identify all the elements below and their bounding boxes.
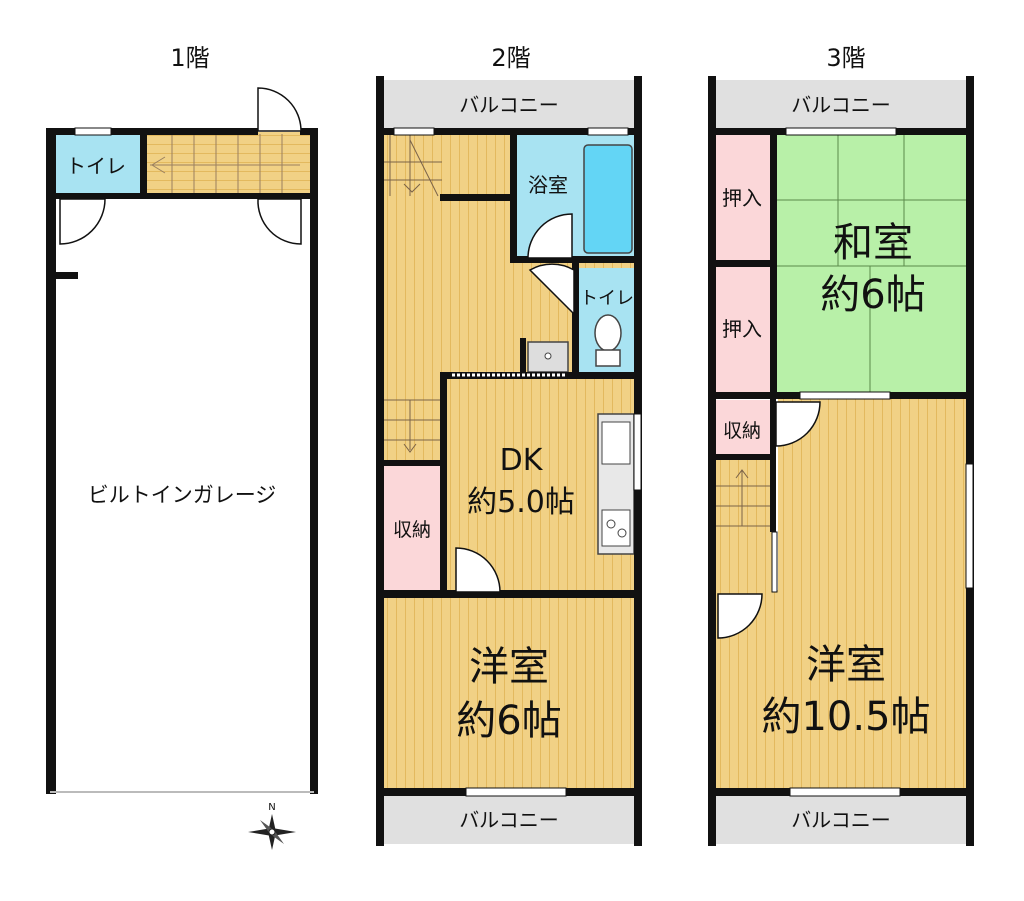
toilet-1-label: トイレ — [66, 154, 126, 178]
balcony-3-top — [714, 80, 968, 130]
storage-3-label: 収納 — [723, 420, 761, 442]
balcony-3-top-label: バルコニー — [791, 93, 891, 117]
cooktop — [601, 509, 631, 547]
windows-floor-3 — [771, 127, 974, 797]
stairs-1 — [150, 134, 300, 194]
balcony-2-bottom-label: バルコニー — [459, 808, 559, 832]
floor-2-title: 2階 — [491, 44, 530, 72]
closet-3a-label: 押入 — [722, 186, 762, 210]
closet-3a-floor — [714, 134, 772, 262]
kitchen-sink — [601, 421, 631, 465]
stairs-3 — [714, 469, 770, 527]
stair-area-3 — [714, 460, 772, 590]
toilet-2-label: トイレ — [580, 288, 634, 309]
floor-1: 1階 — [46, 44, 318, 850]
walls-floor-1 — [46, 128, 318, 794]
door-western-3 — [717, 593, 763, 639]
garage-label: ビルトインガレージ — [88, 483, 277, 507]
floor-3: 3階 — [708, 44, 974, 846]
compass-north-label: N — [268, 802, 275, 813]
door-western-2 — [455, 547, 501, 593]
balcony-3-bottom-label: バルコニー — [791, 808, 891, 832]
doors-floor-1 — [59, 87, 302, 245]
western-2-name: 洋室 — [469, 644, 549, 690]
door-toilet-1 — [59, 198, 106, 245]
dk-size: 約5.0帖 — [467, 485, 575, 520]
balcony-3-bottom — [714, 794, 968, 844]
windows-floor-2 — [393, 127, 642, 797]
closet-3b-label: 押入 — [722, 317, 762, 341]
dk-name: DK — [500, 443, 544, 478]
toilet-bowl — [594, 314, 622, 352]
japanese-room-name: 和室 — [833, 220, 913, 266]
storage-2-label: 収納 — [393, 519, 431, 541]
door-toilet-2 — [528, 263, 575, 316]
tatami-lines — [774, 134, 968, 394]
floor-1-title: 1階 — [170, 44, 209, 72]
western-2-size: 約6帖 — [456, 698, 561, 744]
door-storage-3 — [775, 401, 821, 447]
toilet-tank — [595, 349, 621, 367]
storage-2-floor — [382, 464, 442, 592]
garage-floor — [50, 196, 314, 792]
japanese-room-floor — [774, 134, 968, 394]
floor-2: 2階 — [376, 44, 642, 846]
doors-floor-2 — [455, 213, 575, 593]
bath-label: 浴室 — [528, 173, 568, 197]
balcony-2-top — [382, 80, 636, 130]
door-hall-1 — [257, 198, 302, 245]
balcony-2-top-label: バルコニー — [459, 93, 559, 117]
door-bath — [527, 213, 573, 259]
doors-floor-3 — [717, 401, 821, 639]
stairs-2 — [382, 134, 442, 453]
window-toilet-1 — [74, 127, 112, 136]
storage-3-floor — [714, 400, 772, 456]
floor-3-title: 3階 — [826, 44, 865, 72]
stair-hall-1 — [140, 132, 314, 196]
toilet-1-floor — [50, 132, 140, 196]
door-entrance — [257, 87, 302, 132]
japanese-room-size: 約6帖 — [820, 272, 925, 318]
compass: N — [248, 802, 296, 850]
western-3-floor-lower — [714, 590, 968, 790]
western-3-name: 洋室 — [806, 642, 886, 688]
western-2-floor — [382, 596, 636, 790]
wash-basin-drain — [544, 352, 552, 360]
bathtub — [583, 144, 633, 254]
western-3-size: 約10.5帖 — [761, 694, 930, 740]
balcony-2-bottom — [382, 794, 636, 844]
closet-3b-floor — [714, 266, 772, 392]
